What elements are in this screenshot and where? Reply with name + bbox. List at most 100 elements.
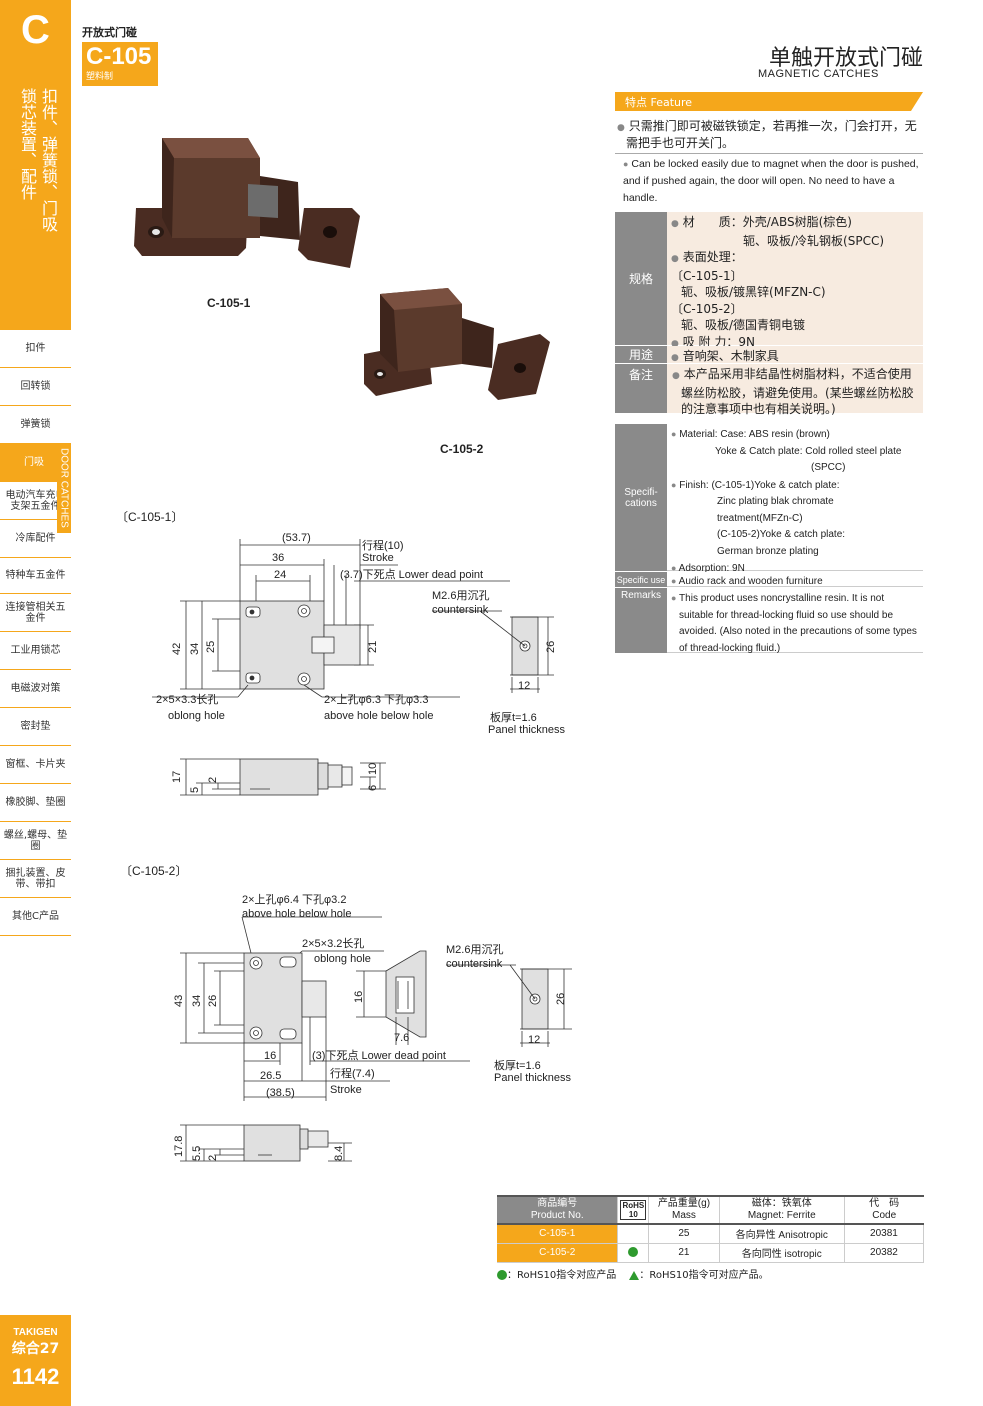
remark-en-body: ● This product uses noncrystalline resin… bbox=[667, 588, 923, 654]
sidebar-item-2[interactable]: 弹簧锁 bbox=[0, 406, 71, 444]
d2-dim-16v: 16 bbox=[353, 991, 365, 1003]
photo-label-1: C-105-1 bbox=[207, 296, 251, 310]
section-number: 综合27 bbox=[11, 1341, 60, 1357]
d2-dim-5-5: 5.5 bbox=[191, 1146, 203, 1161]
drawing-1-title: 〔C-105-1〕 bbox=[116, 510, 184, 524]
sidebar-item-15[interactable]: 其他C产品 bbox=[0, 898, 71, 936]
d2-dim-38-5: (38.5) bbox=[266, 1087, 295, 1099]
dim-2: 2 bbox=[207, 777, 219, 783]
sidebar-item-1[interactable]: 回转锁 bbox=[0, 368, 71, 406]
spec-material: 材 质：外壳/ABS树脂(棕色) bbox=[682, 215, 852, 229]
th-magnet-cn: 磁体：铁氧体 bbox=[751, 1198, 812, 1209]
sidebar-item-14[interactable]: 捆扎装置、皮带、带扣 bbox=[0, 860, 71, 898]
spec-material-2: 轭、吸板/冷轧钢板(SPCC) bbox=[743, 233, 885, 248]
dim-21: 21 bbox=[367, 641, 379, 653]
dim-stroke-en: Stroke bbox=[362, 552, 394, 564]
sidebar-footer: TAKIGEN 综合27 1142 bbox=[0, 1315, 71, 1406]
spec-finish-2: 轭、吸板/德国青铜电镀 bbox=[681, 318, 806, 332]
model-box: C-105 塑料制 bbox=[82, 42, 158, 86]
sidebar-item-13[interactable]: 螺丝,螺母、垫圈 bbox=[0, 822, 71, 860]
panel-thickness: 板厚t=1.6 bbox=[490, 710, 537, 724]
remark-body: ● 本产品采用非结晶性树脂材料，不适合使用螺丝防松胶，请避免使用。(某些螺丝防松… bbox=[667, 364, 923, 416]
sidebar-item-12[interactable]: 橡胶脚、垫圈 bbox=[0, 784, 71, 822]
model-code: C-105 bbox=[86, 43, 152, 70]
sidebar-item-5[interactable]: 冷库配件 bbox=[0, 520, 71, 558]
rohs-compliant-icon bbox=[497, 1270, 507, 1280]
sidebar-nav: 扣件回转锁弹簧锁门吸电动汽车充电支架五金件冷库配件特种车五金件连接管相关五金件工… bbox=[0, 330, 71, 936]
cell-rohs bbox=[617, 1224, 650, 1244]
rohs-sub: 10 bbox=[628, 1209, 638, 1219]
spec-en-row: Specifi-cations ● Material: Case: ABS re… bbox=[615, 424, 923, 574]
use-body: ● 音响架、木制家具 bbox=[667, 346, 923, 363]
dim-6: 6 bbox=[367, 785, 379, 791]
photo-label-2: C-105-2 bbox=[440, 442, 484, 456]
dim-25: 25 bbox=[205, 641, 217, 653]
category-label: 开放式门碰 bbox=[82, 26, 137, 39]
d2-mount-hole: 2×上孔φ6.4 下孔φ3.2 bbox=[242, 893, 346, 906]
sidebar-item-9[interactable]: 电磁波对策 bbox=[0, 670, 71, 708]
d2-lower-dead-point: (3)下死点 Lower dead point bbox=[312, 1049, 446, 1062]
cell-code: 20382 bbox=[844, 1243, 925, 1263]
sidebar-item-11[interactable]: 窗框、卡片夹 bbox=[0, 746, 71, 784]
spec-en-fin-2: Zinc plating blak chromate bbox=[717, 496, 834, 507]
use-en-head: Specific use bbox=[615, 572, 667, 587]
d2-dim-16: 16 bbox=[264, 1050, 276, 1062]
dim-36: 36 bbox=[272, 552, 284, 564]
th-mass: 产品重量(g)Mass bbox=[648, 1195, 720, 1225]
page-title-en: MAGNETIC CATCHES bbox=[758, 68, 879, 80]
th-pn-en: Product No. bbox=[530, 1210, 584, 1221]
dim-42: 42 bbox=[171, 643, 183, 655]
d2-dim-43: 43 bbox=[173, 995, 185, 1007]
th-code-cn: 代 码 bbox=[869, 1198, 900, 1209]
th-mass-cn: 产品重量(g) bbox=[657, 1198, 711, 1209]
cell-magnet: 各向异性 Anisotropic bbox=[719, 1224, 845, 1244]
cell-product-no: C-105-1 bbox=[497, 1224, 619, 1244]
brand-name: TAKIGEN bbox=[13, 1327, 58, 1338]
dim-stroke: 行程(10) bbox=[362, 539, 404, 552]
dim-5: 5 bbox=[189, 787, 201, 793]
d2-dim-26b: 26 bbox=[555, 993, 567, 1005]
d2-panel-thickness-en: Panel thickness bbox=[494, 1072, 572, 1084]
cell-mass: 21 bbox=[648, 1243, 720, 1263]
sidebar-item-4[interactable]: 电动汽车充电支架五金件 bbox=[0, 482, 71, 520]
section-title-col1: 扣件、弹簧锁、门吸 bbox=[39, 88, 58, 232]
legend-adaptable: ：RoHS10指令可对应产品。 bbox=[639, 1270, 769, 1281]
spec-head: 规格 bbox=[615, 212, 667, 345]
d2-stroke: 行程(7.4) bbox=[330, 1067, 375, 1080]
spec-finish: 表面处理： bbox=[682, 250, 743, 264]
sidebar-item-6[interactable]: 特种车五金件 bbox=[0, 558, 71, 594]
sidebar-item-8[interactable]: 工业用锁芯 bbox=[0, 632, 71, 670]
sidebar-item-7[interactable]: 连接管相关五金件 bbox=[0, 594, 71, 632]
use-en-text: Audio rack and wooden furniture bbox=[678, 576, 823, 587]
d2-mount-hole-en: above hole below hole bbox=[242, 908, 351, 920]
rohs-compliant-icon bbox=[628, 1247, 639, 1258]
rohs-adaptable-icon bbox=[629, 1270, 640, 1280]
mount-hole-en: above hole below hole bbox=[324, 710, 433, 722]
sidebar-item-10[interactable]: 密封垫 bbox=[0, 708, 71, 746]
sidebar: C 扣件、弹簧锁、门吸 锁芯装置、配件 扣件回转锁弹簧锁门吸电动汽车充电支架五金… bbox=[0, 0, 71, 1406]
d2-countersink: M2.6用沉孔 bbox=[446, 943, 503, 956]
dim-12: 12 bbox=[518, 680, 530, 692]
cell-magnet: 各向同性 isotropic bbox=[719, 1243, 845, 1263]
spec-en-body: ● Material: Case: ABS resin (brown) Yoke… bbox=[667, 424, 923, 574]
feature-en: ● Can be locked easily due to magnet whe… bbox=[623, 158, 919, 204]
d2-stroke-en: Stroke bbox=[330, 1084, 362, 1096]
spec-en-fin-1: Finish: (C-105-1)Yoke & catch plate: bbox=[679, 479, 840, 491]
product-photo-1 bbox=[134, 138, 360, 268]
use-text: 音响架、木制家具 bbox=[682, 349, 779, 363]
remark-text: 本产品采用非结晶性树脂材料，不适合使用螺丝防松胶，请避免使用。(某些螺丝防松胶的… bbox=[681, 367, 914, 416]
oblong-hole-en: oblong hole bbox=[168, 710, 225, 722]
feature-en-text: Can be locked easily due to magnet when … bbox=[623, 158, 919, 204]
d2-dim-34: 34 bbox=[191, 995, 203, 1007]
dim-24: 24 bbox=[274, 569, 286, 581]
dim-34: 34 bbox=[189, 643, 201, 655]
dim-26: 26 bbox=[545, 641, 557, 653]
sidebar-item-0[interactable]: 扣件 bbox=[0, 330, 71, 368]
spec-en-fin-4: (C-105-2)Yoke & catch plate: bbox=[717, 529, 846, 540]
d2-countersink-en: countersink bbox=[446, 958, 503, 970]
